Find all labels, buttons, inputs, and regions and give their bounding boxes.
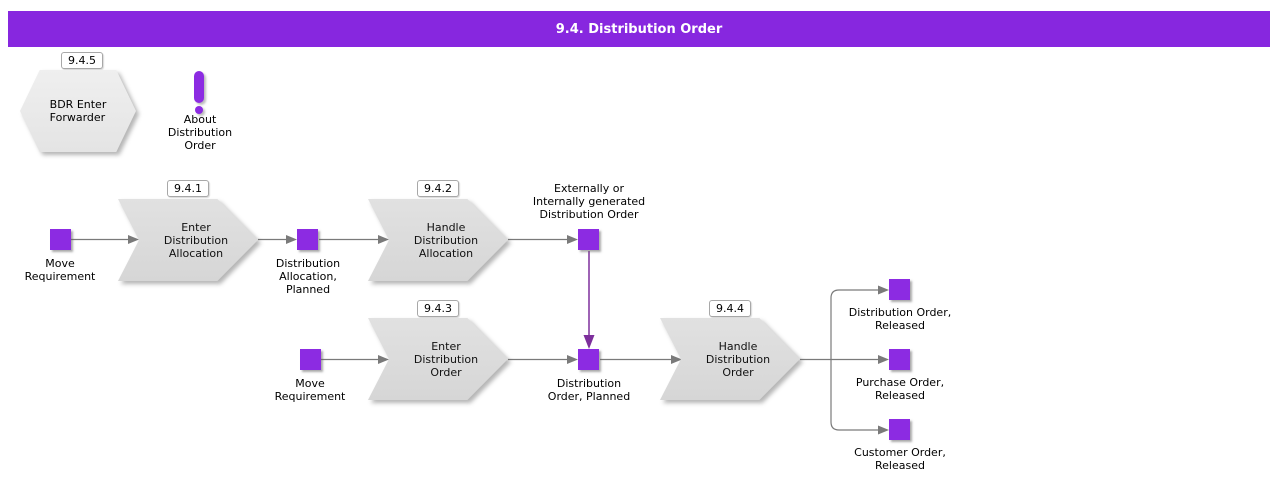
- chevron-label: Enter Distribution Allocation: [163, 220, 229, 260]
- event-label: Purchase Order, Released: [855, 376, 945, 402]
- badge-label: 9.4.5: [68, 54, 96, 67]
- purple-arrowhead: [583, 335, 595, 349]
- event-label: Customer Order, Released: [854, 446, 946, 472]
- badge-945: 9.4.5: [61, 52, 103, 69]
- about-label: About Distribution Order: [167, 113, 233, 152]
- badge-label: 9.4.1: [174, 182, 202, 195]
- hexagon-bdr-enter-forwarder[interactable]: BDR Enter Forwarder: [20, 70, 136, 152]
- hexagon-shape: BDR Enter Forwarder: [20, 70, 136, 152]
- gray-arrowheads: [128, 235, 889, 435]
- event-distribution-order-released[interactable]: [889, 279, 910, 300]
- event-label: Move Requirement: [274, 377, 346, 403]
- event-purchase-order-released[interactable]: [889, 349, 910, 370]
- exclamation-icon[interactable]: [194, 71, 204, 103]
- chevron-shape: Enter Distribution Order: [368, 318, 508, 400]
- chevron-label: Handle Distribution Allocation: [413, 220, 479, 260]
- chevron-enter-distribution-allocation[interactable]: Enter Distribution Allocation: [118, 199, 258, 281]
- badge-941: 9.4.1: [167, 180, 209, 197]
- diagram-title-bar: 9.4. Distribution Order: [8, 11, 1270, 47]
- chevron-label: Enter Distribution Order: [413, 339, 479, 379]
- chevron-shape: Handle Distribution Order: [660, 318, 800, 400]
- event-move-requirement-1[interactable]: [50, 229, 71, 250]
- event-label: Distribution Allocation, Planned: [275, 257, 341, 296]
- arrowhead: [567, 235, 578, 244]
- chevron-shape: Enter Distribution Allocation: [118, 199, 258, 281]
- arrowhead: [567, 355, 578, 364]
- chevron-handle-distribution-order[interactable]: Handle Distribution Order: [660, 318, 800, 400]
- badge-label: 9.4.2: [424, 182, 452, 195]
- badge-943: 9.4.3: [417, 300, 459, 317]
- event-distribution-order-planned[interactable]: [578, 349, 599, 370]
- event-label: Move Requirement: [24, 257, 96, 283]
- event-distribution-allocation-planned[interactable]: [297, 229, 318, 250]
- connector-branch-down: [830, 359, 879, 431]
- arrowhead: [286, 235, 297, 244]
- event-externally-generated-distribution-order[interactable]: [578, 229, 599, 250]
- chevron-label: Handle Distribution Order: [705, 339, 771, 379]
- event-customer-order-released[interactable]: [889, 419, 910, 440]
- connector-branch-up: [830, 289, 879, 360]
- chevron-handle-distribution-allocation[interactable]: Handle Distribution Allocation: [368, 199, 508, 281]
- page-title: 9.4. Distribution Order: [555, 21, 723, 37]
- arrowhead: [878, 355, 889, 364]
- exclamation-icon-dot[interactable]: [195, 106, 203, 114]
- badge-label: 9.4.3: [424, 302, 452, 315]
- arrowhead: [671, 355, 682, 364]
- hexagon-label: BDR Enter Forwarder: [49, 98, 107, 124]
- event-label: Externally or Internally generated Distr…: [532, 182, 646, 221]
- arrowhead: [378, 235, 389, 244]
- arrowhead: [878, 425, 889, 435]
- badge-944: 9.4.4: [709, 300, 751, 317]
- event-move-requirement-2[interactable]: [300, 349, 321, 370]
- badge-942: 9.4.2: [417, 180, 459, 197]
- gray-connectors: [71, 238, 879, 431]
- chevron-shape: Handle Distribution Allocation: [368, 199, 508, 281]
- event-label: Distribution Order, Planned: [547, 377, 631, 403]
- purple-connector: [583, 251, 595, 349]
- badge-label: 9.4.4: [716, 302, 744, 315]
- chevron-enter-distribution-order[interactable]: Enter Distribution Order: [368, 318, 508, 400]
- arrowhead: [378, 355, 389, 364]
- arrowhead: [878, 285, 889, 295]
- arrowhead: [128, 235, 139, 244]
- event-label: Distribution Order, Released: [848, 306, 952, 332]
